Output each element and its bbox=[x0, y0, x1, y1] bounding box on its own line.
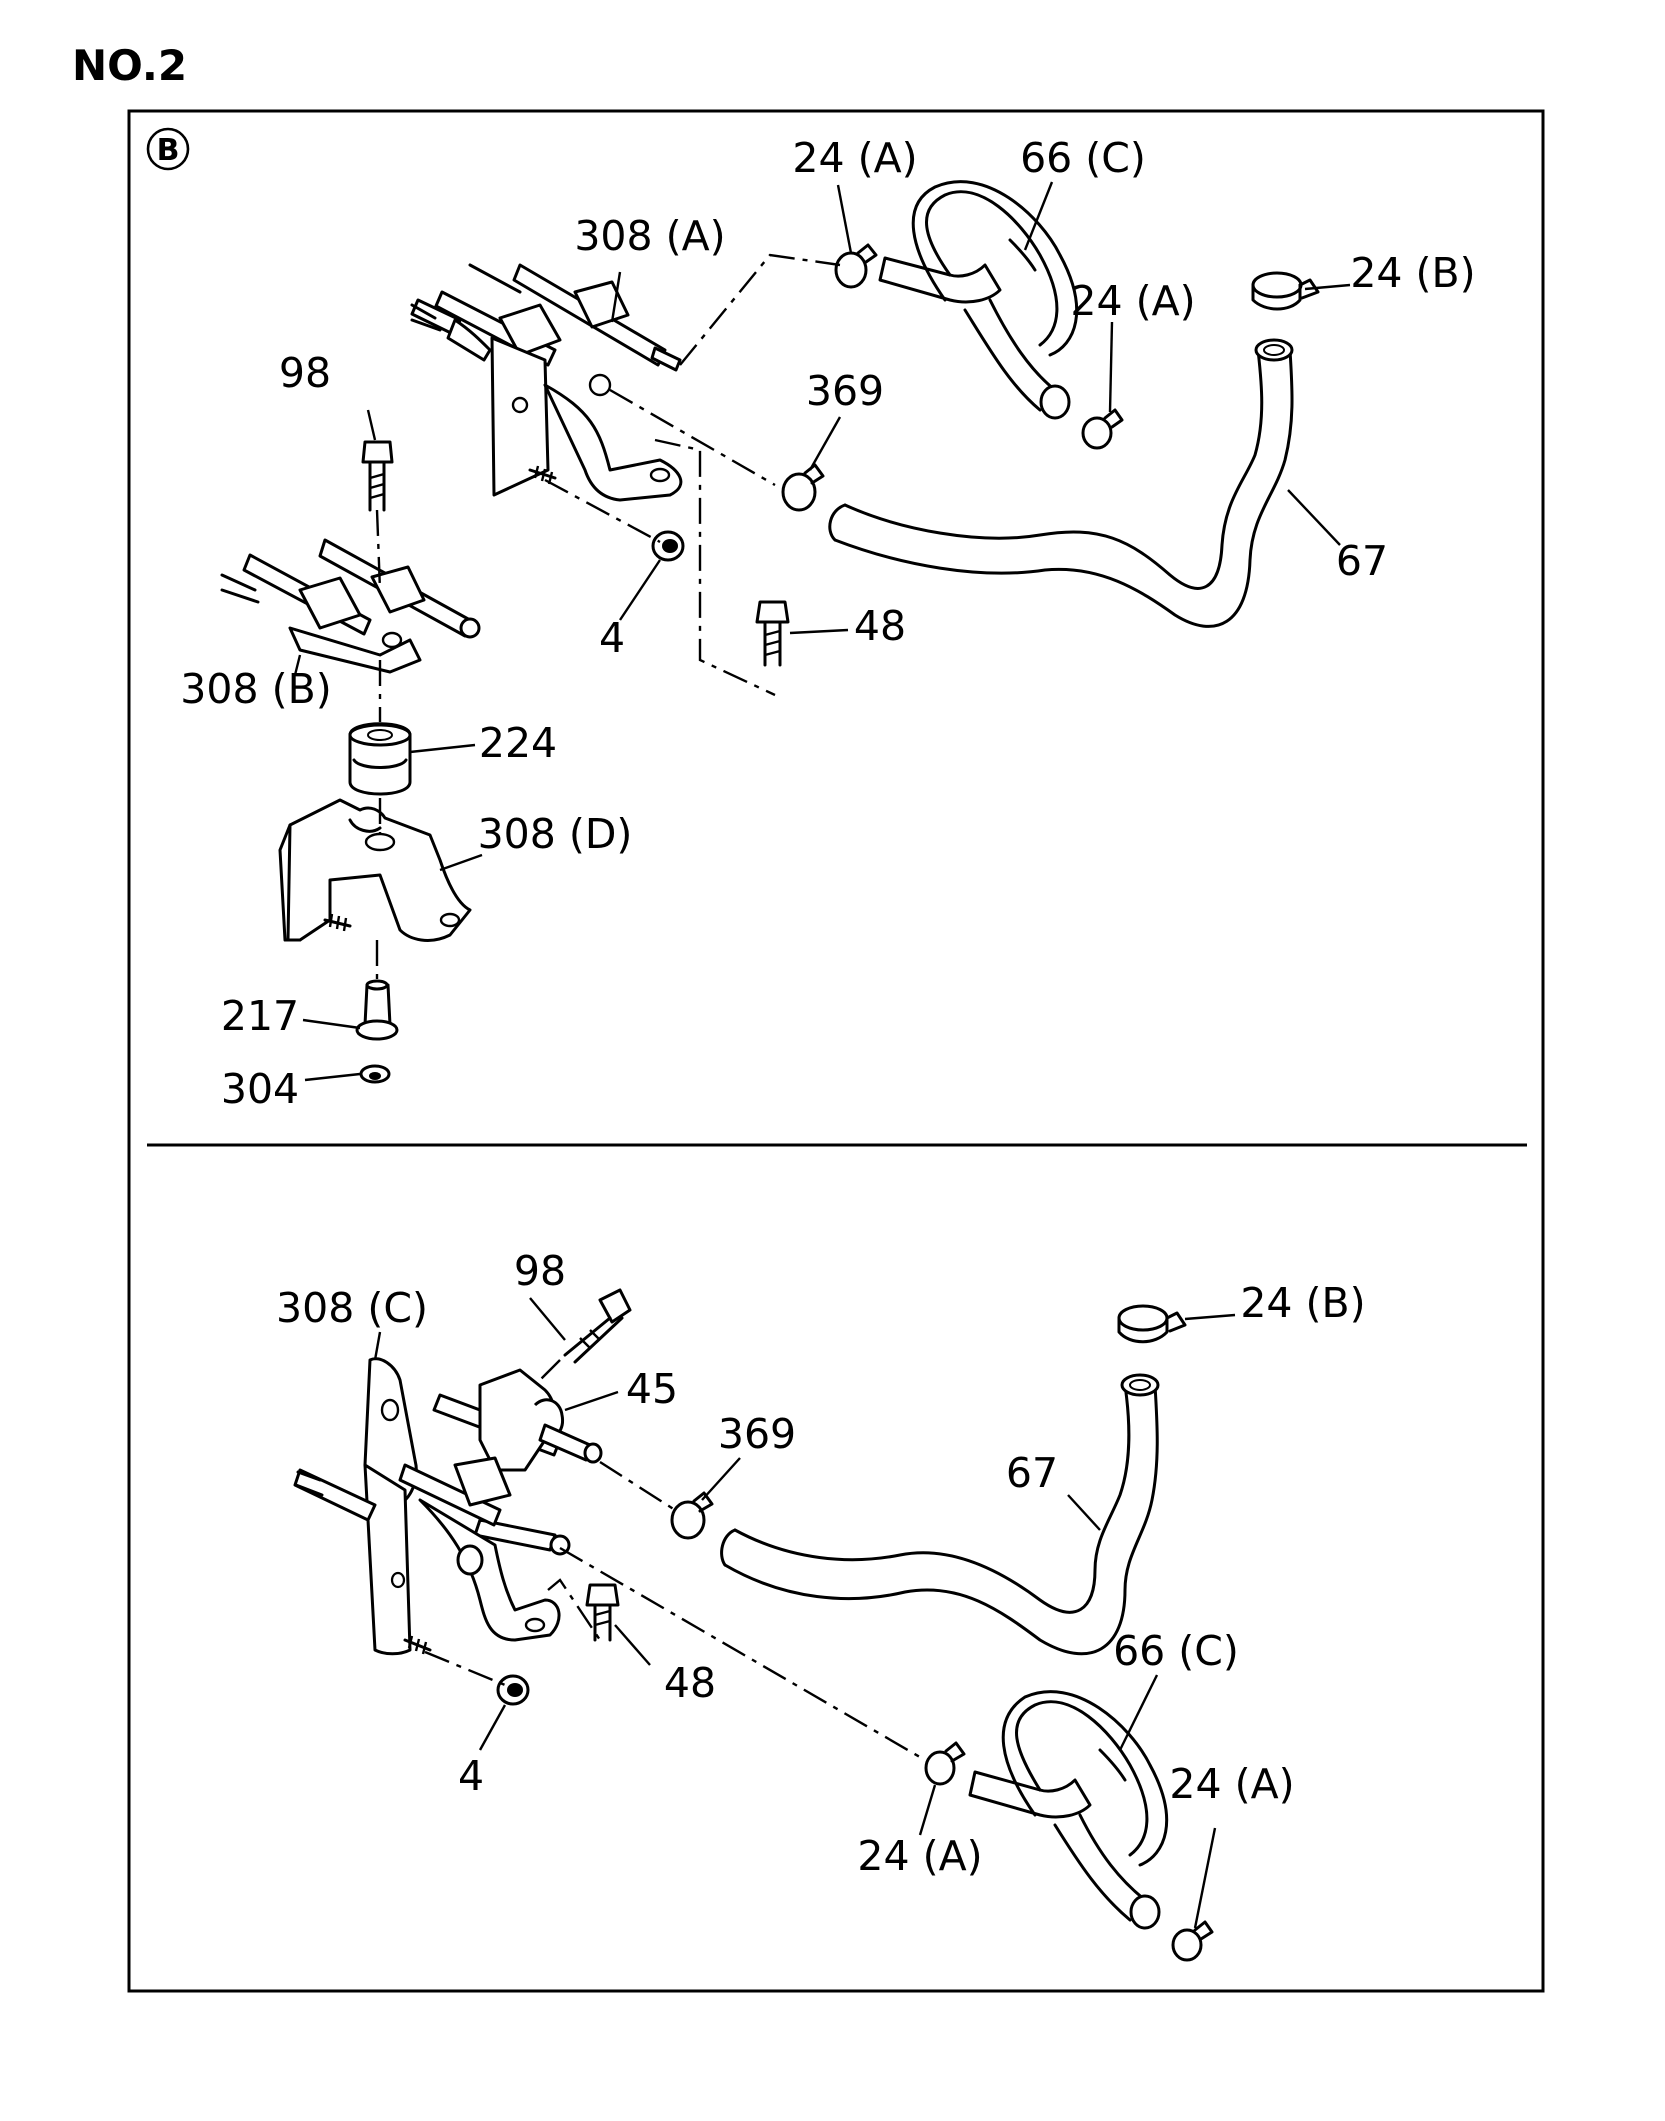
callout-4-bottom: 4 bbox=[458, 1752, 484, 1800]
clip-369-top bbox=[781, 463, 825, 512]
bolt-98-top bbox=[361, 440, 394, 512]
callout-66c-bottom: 66 (C) bbox=[1113, 1627, 1239, 1675]
section-marker: B bbox=[146, 127, 190, 171]
bolt-48-top bbox=[755, 600, 790, 667]
fuel-joint-c-assembly bbox=[293, 1357, 603, 1656]
hose-67-top bbox=[828, 338, 1294, 628]
clip-24a-upper-bottom bbox=[924, 1741, 966, 1786]
hose-66c-bottom bbox=[968, 1690, 1169, 1930]
callout-67-bottom: 67 bbox=[1006, 1449, 1058, 1497]
callout-24a-upper-bottom: 24 (A) bbox=[857, 1832, 982, 1880]
page-label: NO.2 bbox=[72, 41, 187, 90]
svg-text:B: B bbox=[157, 133, 180, 168]
top-panel: 98 308 (A) 24 (A) 66 (C) 24 (A) 24 (B) 3… bbox=[180, 134, 1475, 1113]
callout-24b-top: 24 (B) bbox=[1350, 249, 1475, 297]
callout-48-bottom: 48 bbox=[664, 1659, 716, 1707]
clip-24b-bottom bbox=[1117, 1304, 1187, 1344]
callout-24a-lower-bottom: 24 (A) bbox=[1169, 1760, 1294, 1808]
callout-98-top: 98 bbox=[279, 349, 331, 397]
callout-369-bottom: 369 bbox=[718, 1410, 796, 1458]
bracket-308d bbox=[278, 798, 472, 942]
callout-66c-top: 66 (C) bbox=[1020, 134, 1146, 182]
bolt-48-bottom bbox=[585, 1583, 620, 1642]
callout-369-top: 369 bbox=[806, 367, 884, 415]
callout-308b: 308 (B) bbox=[180, 665, 331, 713]
nut-4-top bbox=[651, 530, 685, 562]
callout-48-top: 48 bbox=[854, 602, 906, 650]
clip-24b-top bbox=[1251, 271, 1320, 311]
callout-4-top: 4 bbox=[599, 614, 625, 662]
rubber-224 bbox=[348, 722, 412, 796]
fuel-joint-a-assembly bbox=[410, 263, 683, 502]
callout-24a-lower-top: 24 (A) bbox=[1070, 277, 1195, 325]
callout-217: 217 bbox=[221, 992, 299, 1040]
callout-24a-upper-top: 24 (A) bbox=[792, 134, 917, 182]
hose-66c-top bbox=[878, 180, 1079, 420]
callout-98-bottom: 98 bbox=[514, 1247, 566, 1295]
diagram-frame bbox=[127, 109, 1545, 1993]
clip-24a-lower-bottom bbox=[1171, 1920, 1214, 1962]
nut-304 bbox=[359, 1064, 391, 1084]
nut-4-bottom bbox=[496, 1674, 530, 1706]
callout-224: 224 bbox=[479, 719, 557, 767]
hose-67-bottom bbox=[720, 1373, 1160, 1656]
clip-369-bottom bbox=[670, 1491, 714, 1540]
callout-45: 45 bbox=[626, 1365, 678, 1413]
callout-24b-bottom: 24 (B) bbox=[1240, 1279, 1365, 1327]
callout-308c: 308 (C) bbox=[276, 1284, 428, 1332]
bottom-panel: 98 308 (C) 45 369 67 24 (B) 66 (C) 48 24… bbox=[276, 1247, 1366, 1962]
clip-24a-lower-top bbox=[1081, 408, 1124, 450]
callout-308a: 308 (A) bbox=[574, 212, 725, 260]
fuel-joint-b bbox=[220, 538, 481, 674]
bolt-98-bottom bbox=[563, 1288, 632, 1364]
callout-304: 304 bbox=[221, 1065, 299, 1113]
clip-24a-upper-top bbox=[834, 243, 878, 289]
callout-308d: 308 (D) bbox=[478, 810, 633, 858]
callout-67-top: 67 bbox=[1336, 537, 1388, 585]
collar-217 bbox=[355, 979, 399, 1041]
